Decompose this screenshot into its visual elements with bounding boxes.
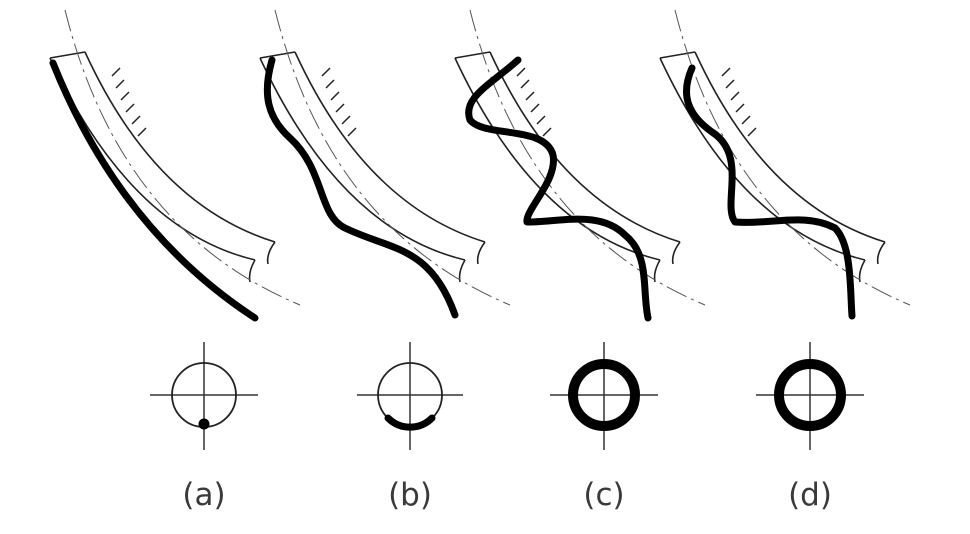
- cross-section: [150, 342, 258, 450]
- label-d: (d): [788, 477, 832, 513]
- tube-segment: [659, 9, 911, 306]
- tube-segment: [49, 9, 301, 306]
- label-c: (c): [583, 477, 624, 513]
- wire-path: [49, 59, 259, 322]
- tube-segment: [454, 9, 706, 306]
- contact-arc: [384, 414, 436, 431]
- label-a: (a): [182, 477, 225, 513]
- contact-point: [198, 418, 210, 430]
- wire-path: [465, 56, 652, 322]
- panel-c: (c): [454, 9, 706, 513]
- cross-section: [357, 342, 463, 450]
- panel-d: (d): [659, 9, 911, 513]
- label-b: (b): [388, 477, 432, 513]
- panel-a: (a): [49, 9, 301, 513]
- panel-b: (b): [259, 9, 511, 513]
- wire-path: [263, 56, 459, 319]
- wire-path: [683, 64, 856, 320]
- cross-section: [756, 342, 864, 450]
- cross-section: [550, 342, 658, 450]
